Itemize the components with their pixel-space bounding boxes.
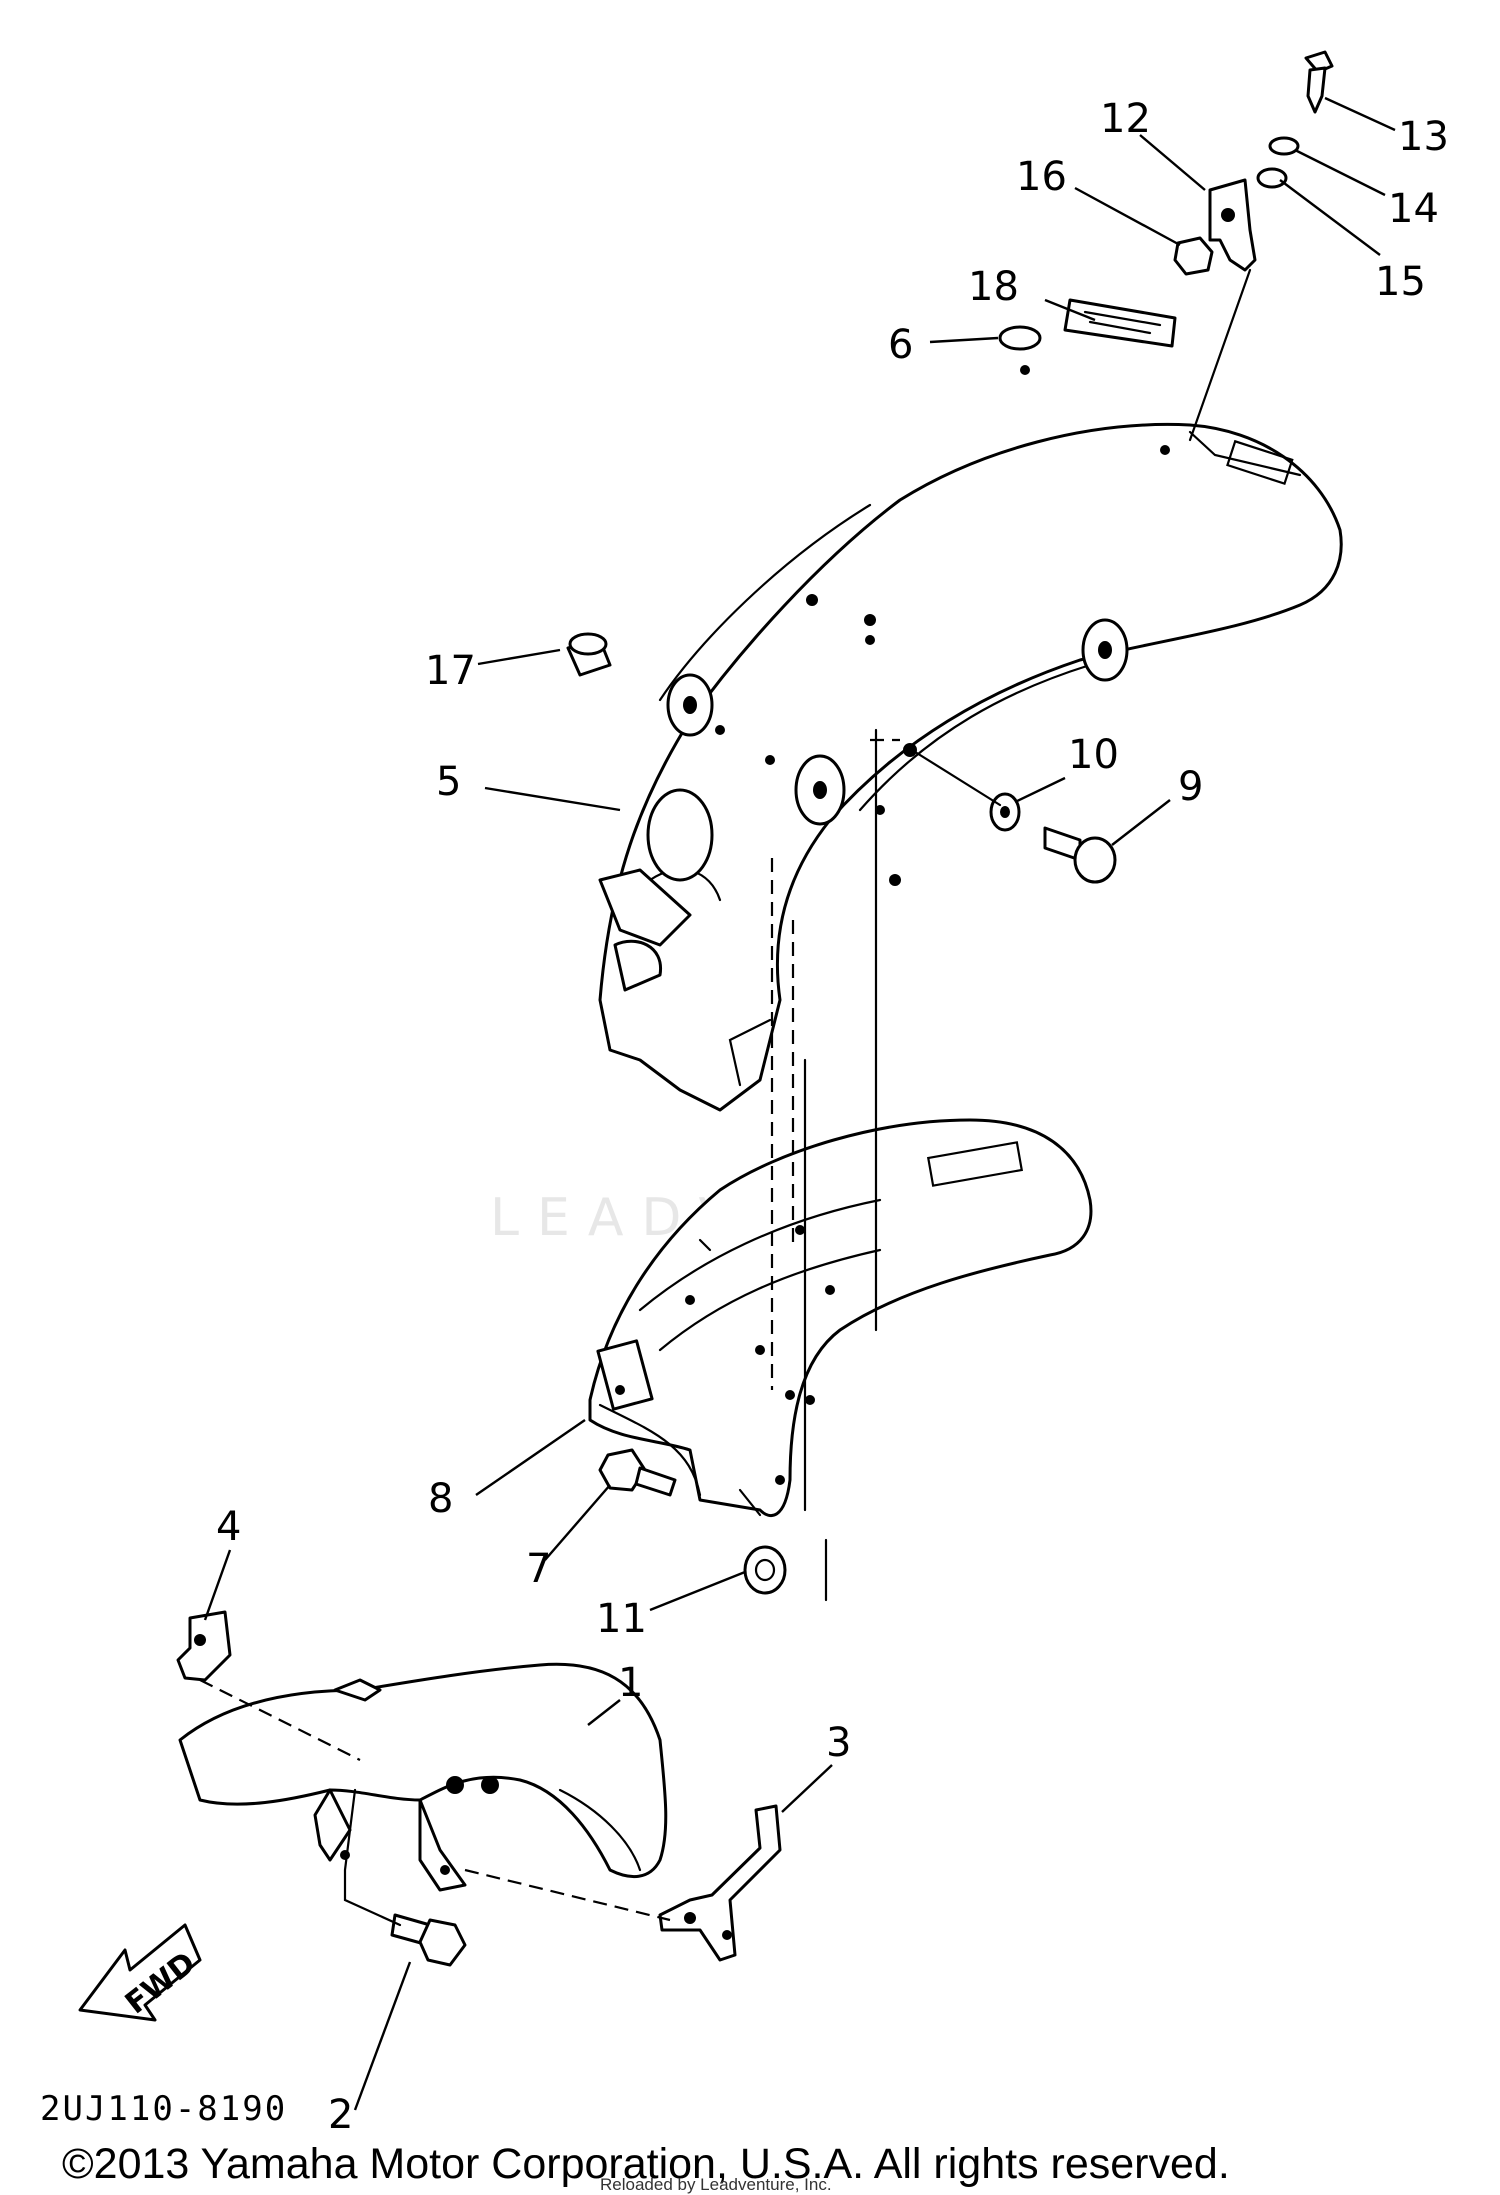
callout-12: 12 [1100,96,1151,142]
callout-leaders [203,96,1396,2111]
screw-part-13 [1304,50,1334,114]
callout-16: 16 [1016,154,1067,200]
callout-8: 8 [428,1476,453,1522]
nut-part-16 [1173,236,1214,276]
front-fender-part-1 [178,1662,668,1892]
copyright-text: ©2013 Yamaha Motor Corporation, U.S.A. A… [62,2140,1230,2188]
callout-4: 4 [216,1504,241,1550]
callout-10: 10 [1068,732,1119,778]
washer-part-6 [998,325,1042,351]
washer-part-14 [1268,136,1300,156]
callout-2: 2 [328,2092,353,2138]
bracket-part-4 [176,1610,232,1682]
callout-6: 6 [888,322,913,368]
callout-13: 13 [1398,114,1449,160]
nut-part-11 [743,1545,787,1595]
bracket-part-12 [1208,178,1257,272]
callout-9: 9 [1178,764,1203,810]
diagram-code: 2UJ110-8190 [40,2089,287,2129]
fwd-arrow-icon: FWD [78,1923,202,2022]
callout-5: 5 [436,759,461,805]
emblem-part-18 [1063,298,1177,348]
bolt-part-9 [1043,826,1117,884]
bolt-part-7 [598,1448,677,1497]
callout-11: 11 [596,1596,647,1642]
grommet-part-17 [566,632,612,677]
washer-part-10 [989,792,1021,832]
callout-3: 3 [826,1720,851,1766]
credit-text: Reloaded by Leadventure, Inc. [600,2175,832,2194]
callout-14: 14 [1388,186,1439,232]
rear-fender-part-5 [598,365,1343,1112]
rear-flap-part-8 [588,1118,1093,1518]
washer-part-15 [1256,167,1288,189]
bracket-part-3 [658,1804,782,1962]
callout-18: 18 [968,264,1019,310]
callout-17: 17 [425,648,476,694]
assembly-lines [199,268,1252,1927]
callout-1: 1 [618,1660,643,1706]
bolt-part-2 [390,1913,467,1967]
callout-7: 7 [526,1546,551,1592]
callout-15: 15 [1375,259,1426,305]
